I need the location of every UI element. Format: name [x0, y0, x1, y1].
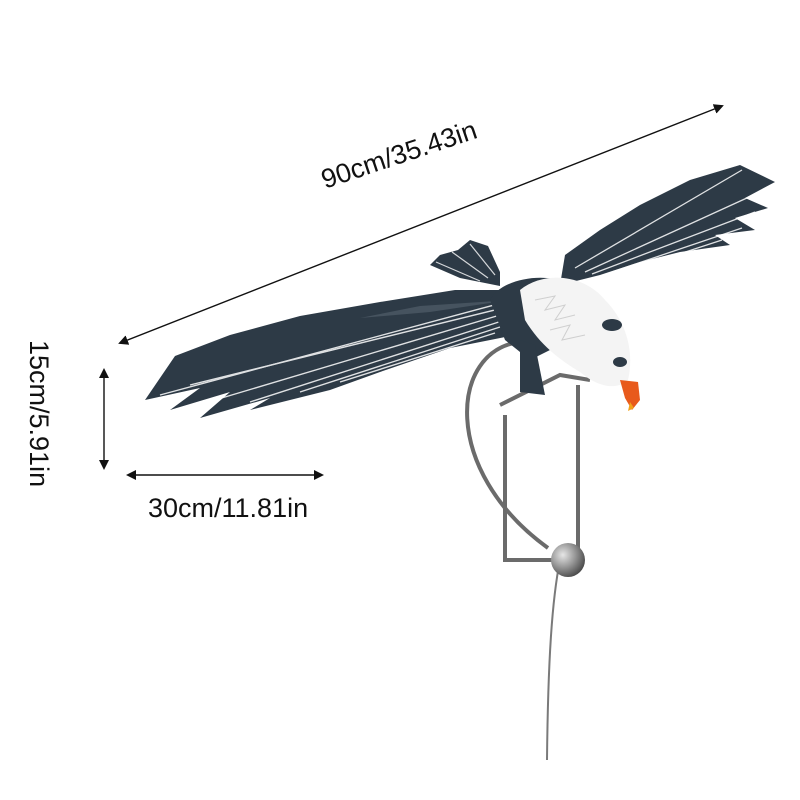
- left-wing: [145, 290, 545, 418]
- eagle-body: [490, 277, 631, 395]
- spinner-frame: [465, 340, 591, 562]
- chrome-ball: [551, 543, 585, 577]
- back-wing: [430, 240, 500, 286]
- height-dimension-label: 15cm/5.91in: [24, 340, 54, 488]
- right-wing: [560, 165, 775, 285]
- length-arrow: [118, 104, 724, 345]
- width-dimension-label: 30cm/11.81in: [148, 493, 309, 523]
- eagle-beak: [620, 380, 640, 411]
- stake-wire: [546, 559, 561, 761]
